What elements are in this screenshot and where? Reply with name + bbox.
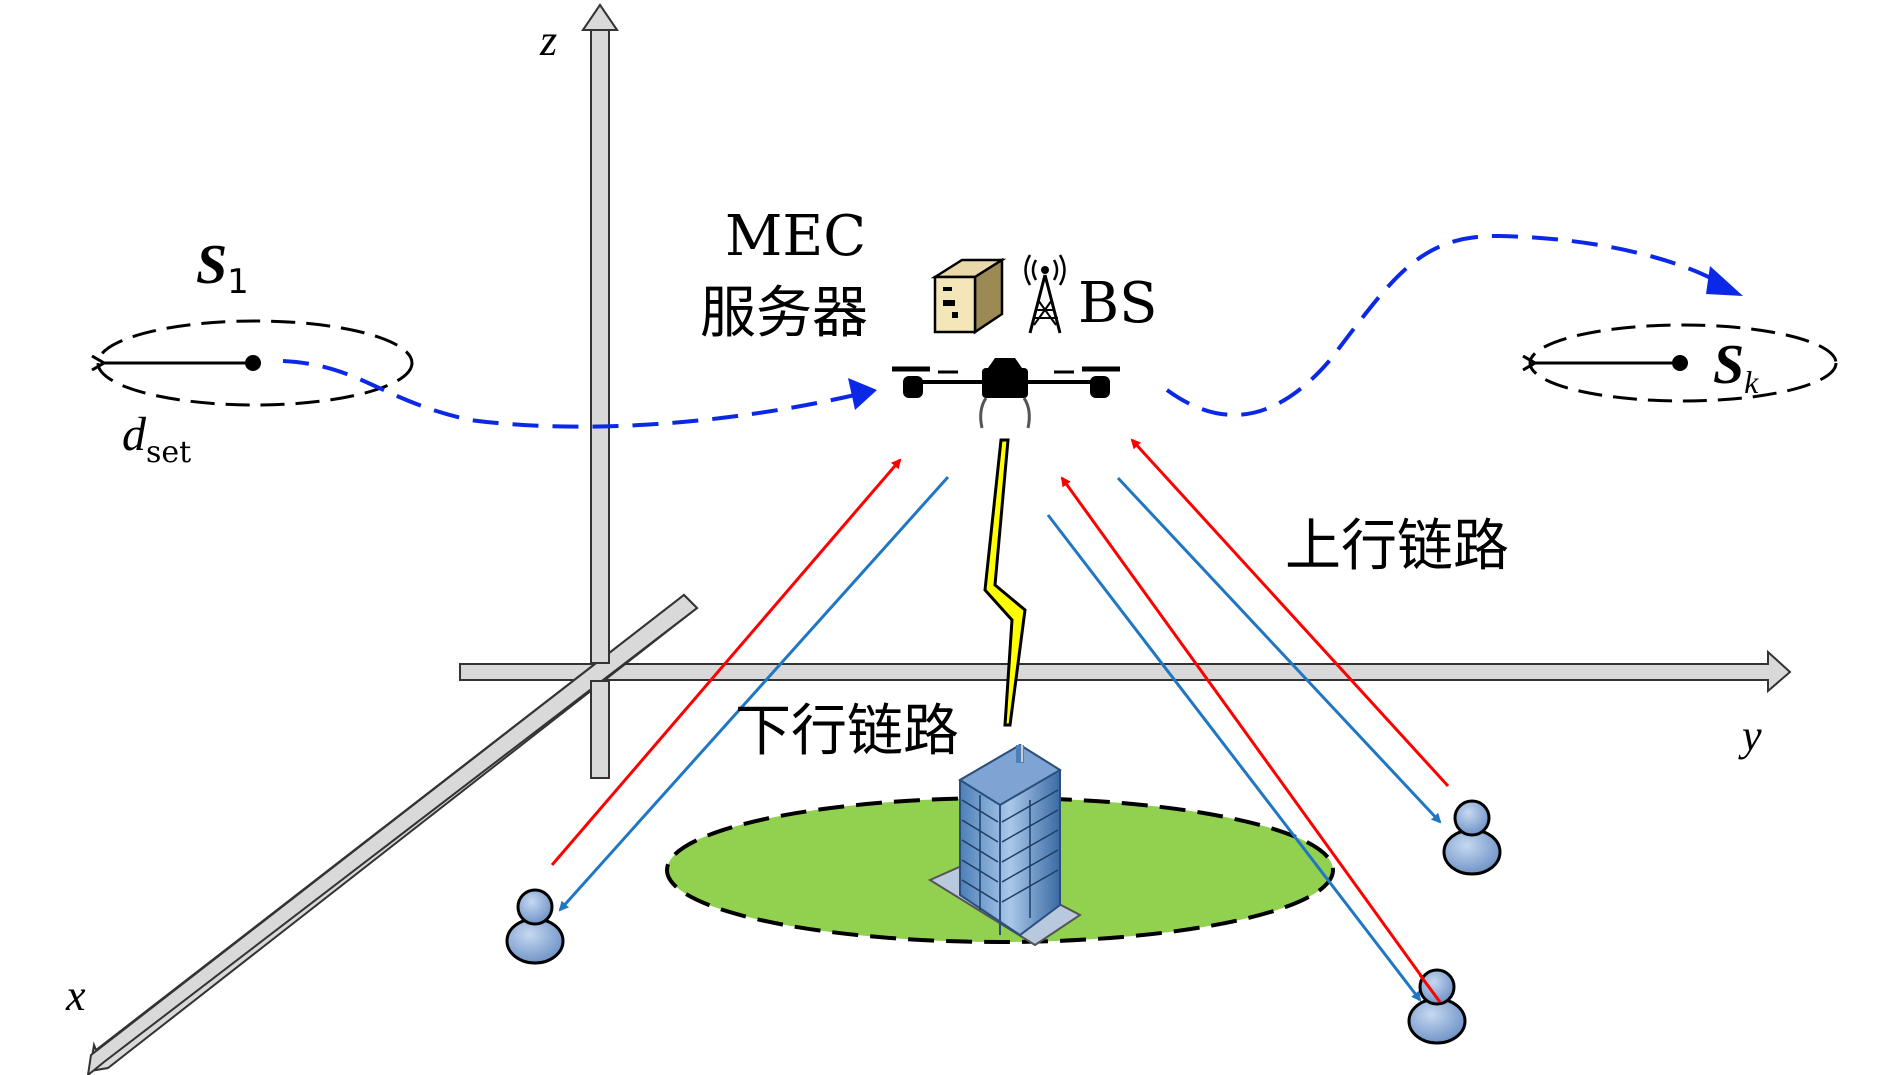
- uplink-arrow-left: [550, 458, 902, 866]
- downlink-arrow-right-lower: [1046, 514, 1422, 1002]
- server-icon: [930, 257, 1007, 335]
- downlink-label: 下行链路: [735, 699, 959, 764]
- z-axis-front: [581, 3, 619, 779]
- s1-label: S1: [196, 234, 249, 302]
- building-icon: [927, 743, 1082, 947]
- backhaul-link-icon: [983, 438, 1027, 727]
- x-axis-label: x: [65, 971, 86, 1020]
- y-axis-label: y: [1738, 711, 1762, 760]
- downlink-arrow-left: [558, 475, 950, 912]
- user-icon: [505, 888, 565, 965]
- uav-trajectory: [282, 233, 1743, 429]
- mec-server-label: 服务器: [700, 281, 868, 346]
- uplink-label: 上行链路: [1285, 514, 1509, 579]
- uplink-arrow-right-lower: [1060, 476, 1442, 1003]
- mec-label: MEC: [725, 204, 866, 269]
- x-axis: [86, 593, 699, 1075]
- sk-label: Sk: [1713, 334, 1759, 400]
- start-point-s1: [98, 319, 414, 407]
- bs-label: BS: [1078, 271, 1158, 336]
- end-point-sk: [1530, 323, 1838, 403]
- z-axis-label: z: [539, 16, 557, 65]
- dset-label: dset: [122, 408, 191, 470]
- links: [550, 438, 1450, 1003]
- drone-icon: [892, 358, 1120, 429]
- uplink-arrow-right-upper: [1130, 438, 1450, 788]
- user-icon: [1407, 968, 1467, 1045]
- downlink-arrow-right-upper: [1116, 476, 1442, 824]
- y-axis: [459, 649, 1792, 694]
- user-icon: [1442, 799, 1502, 876]
- antenna-tower-icon: [1024, 254, 1066, 334]
